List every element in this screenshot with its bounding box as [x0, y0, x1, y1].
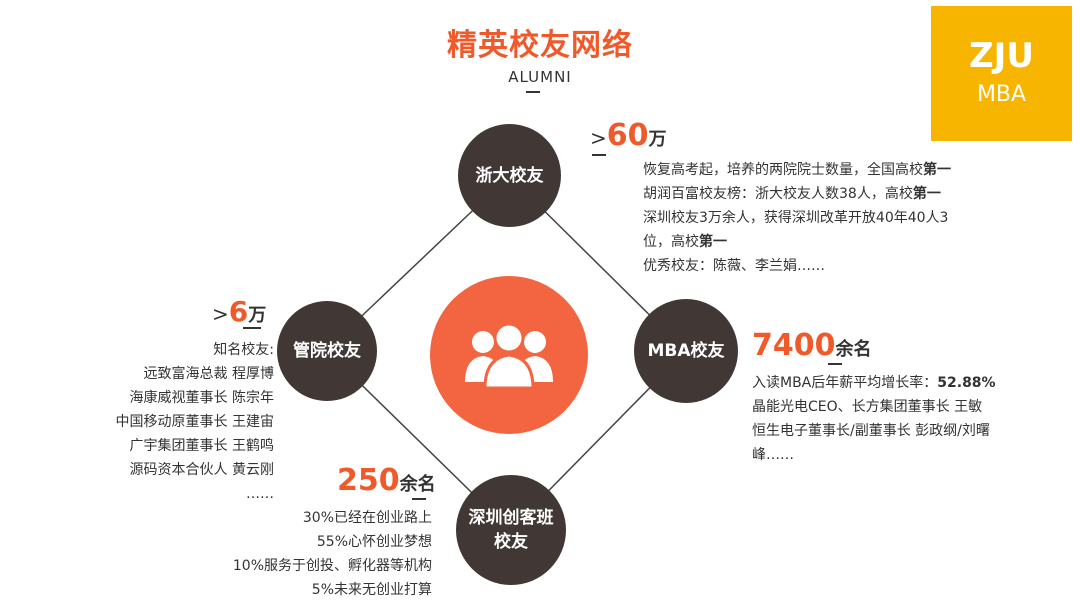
- mgmt-stat-number: 6: [228, 295, 249, 328]
- mgmt-line-6: 源码资本合伙人 黄云刚: [129, 462, 274, 478]
- zju-line-5: 优秀校友：陈薇、李兰娟……: [643, 258, 825, 274]
- group-people-icon: [465, 322, 553, 390]
- node-mba-label: MBA校友: [647, 341, 725, 361]
- mba-stat-number: 7400: [752, 328, 836, 363]
- zju-stat-prefix: >: [590, 126, 607, 150]
- node-sz-alumni: 深圳创客班 校友: [456, 475, 566, 585]
- mba-stat-unit: 余名: [835, 339, 872, 360]
- mgmt-stat-prefix: >: [212, 302, 229, 326]
- mba-stat-underline: [828, 363, 842, 365]
- node-zju-label: 浙大校友: [475, 165, 544, 186]
- node-mba-alumni: MBA校友: [634, 299, 738, 403]
- mgmt-line-5: 广宇集团董事长 王鹤鸣: [129, 438, 274, 454]
- sz-stat-details: 30%已经在创业路上 55%心怀创业梦想 10%服务于创投、孵化器等机构 5%未…: [160, 506, 432, 602]
- page-title: 精英校友网络: [447, 28, 633, 63]
- node-mgmt-label: 管院校友: [293, 341, 361, 361]
- page-subtitle: ALUMNI: [508, 68, 572, 86]
- zju-line-3: 深圳校友3万余人，获得深圳改革开放40年40人3: [643, 210, 949, 226]
- zju-stat-number: 60: [606, 118, 649, 153]
- mgmt-stat-headline: >6万: [212, 295, 266, 328]
- node-sz-label-line1: 深圳创客班: [468, 508, 554, 528]
- mgmt-stat-underline: [243, 327, 261, 329]
- zju-mba-logo: ZJU MBA: [931, 6, 1072, 141]
- mba-line-2: 晶能光电CEO、长方集团董事长 王敏: [752, 399, 983, 415]
- mba-line-3: 恒生电子董事长/副董事长 彭政纲/刘曙: [752, 423, 990, 439]
- sz-line-2: 55%心怀创业梦想: [316, 534, 432, 550]
- mgmt-line-7: ……: [246, 486, 274, 502]
- center-alumni-circle: [430, 276, 588, 434]
- node-zju-alumni: 浙大校友: [458, 124, 561, 227]
- sz-stat-headline: 250余名: [337, 463, 436, 498]
- mba-stat-headline: 7400余名: [752, 328, 872, 363]
- zju-line-4: 位，高校第一: [643, 234, 727, 250]
- mgmt-line-1: 知名校友:: [213, 342, 274, 358]
- logo-line1: ZJU: [969, 36, 1034, 76]
- mgmt-line-3: 海康威视董事长 陈宗年: [129, 390, 274, 406]
- mba-stat-details: 入读MBA后年薪平均增长率：52.88% 晶能光电CEO、长方集团董事长 王敏 …: [752, 371, 996, 467]
- mgmt-line-4: 中国移动原董事长 王建宙: [115, 414, 274, 430]
- sz-stat-unit: 余名: [399, 474, 436, 495]
- zju-stat-headline: >60万: [590, 118, 667, 153]
- sz-line-4: 5%未来无创业打算: [311, 582, 432, 598]
- mgmt-stat-details: 知名校友: 远致富海总裁 程厚博 海康威视董事长 陈宗年 中国移动原董事长 王建…: [60, 338, 274, 506]
- zju-stat-unit: 万: [648, 129, 667, 150]
- zju-line-1: 恢复高考起，培养的两院院士数量，全国高校第一: [643, 162, 951, 178]
- zju-stat-underline: [592, 154, 606, 156]
- zju-stat-details: 恢复高考起，培养的两院院士数量，全国高校第一 胡润百富校友榜：浙大校友人数38人…: [643, 158, 951, 278]
- sz-line-1: 30%已经在创业路上: [302, 510, 432, 526]
- node-sz-label: 深圳创客班 校友: [469, 506, 554, 554]
- mba-line-4: 峰……: [752, 447, 794, 463]
- node-mgmt-alumni: 管院校友: [277, 301, 377, 401]
- subtitle-underline: [526, 91, 540, 93]
- node-sz-label-line2: 校友: [494, 532, 528, 552]
- sz-stat-number: 250: [337, 463, 400, 498]
- sz-stat-underline: [412, 498, 426, 500]
- zju-line-2: 胡润百富校友榜：浙大校友人数38人，高校第一: [643, 186, 941, 202]
- mgmt-line-2: 远致富海总裁 程厚博: [143, 366, 274, 382]
- sz-line-3: 10%服务于创投、孵化器等机构: [232, 558, 432, 574]
- mgmt-stat-unit: 万: [248, 305, 267, 326]
- logo-line2: MBA: [976, 82, 1027, 107]
- mba-line-1: 入读MBA后年薪平均增长率：52.88%: [752, 375, 996, 391]
